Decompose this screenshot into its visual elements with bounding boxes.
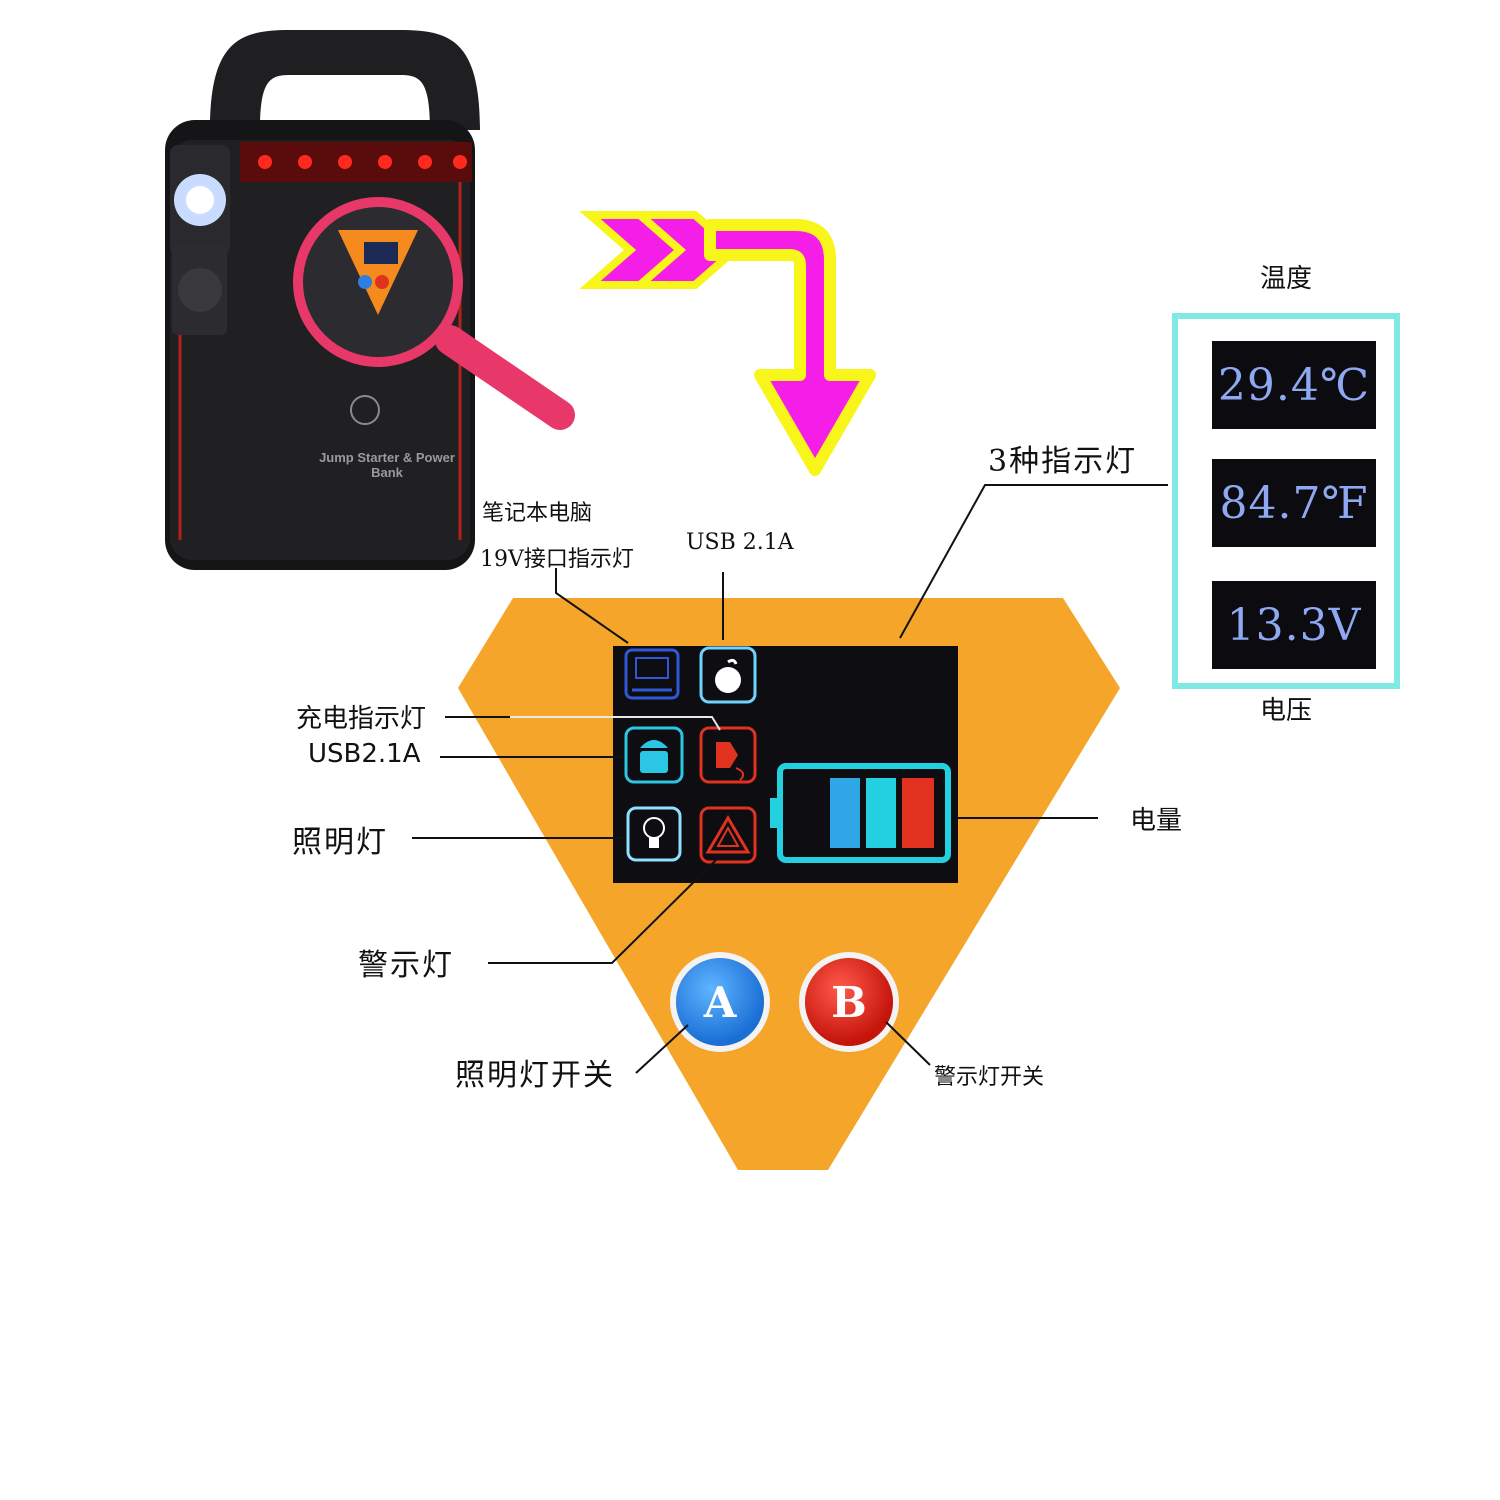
led-strip bbox=[258, 155, 467, 169]
battery-level-cell bbox=[902, 778, 934, 848]
laptop-port-label: 笔记本电脑 bbox=[482, 501, 593, 526]
warning-switch-button[interactable]: B bbox=[805, 958, 893, 1046]
handle bbox=[210, 30, 480, 130]
charging-indicator-label: 充电指示灯 bbox=[296, 704, 427, 734]
brand-logo bbox=[350, 395, 380, 425]
jump-starter-product bbox=[165, 30, 575, 570]
android-icon bbox=[624, 726, 684, 784]
battery-level-cell bbox=[830, 778, 860, 848]
laptop-port-indicator-label: 19V接口指示灯 bbox=[480, 547, 634, 572]
speaker-icon bbox=[178, 268, 222, 312]
fahrenheit-readout: 84.7℉ bbox=[1212, 459, 1376, 547]
apple-icon bbox=[699, 646, 757, 704]
charging-plug-icon bbox=[699, 726, 757, 784]
battery-level-label: 电量 bbox=[1130, 806, 1183, 836]
product-brand-text: Jump Starter & Power Bank bbox=[319, 450, 455, 480]
lighting-switch-button[interactable]: A bbox=[676, 958, 764, 1046]
three-indicators-label: 3种指示灯 bbox=[988, 444, 1138, 479]
lighting-label: 照明灯 bbox=[292, 825, 388, 860]
battery-level-cell bbox=[866, 778, 896, 848]
celsius-readout: 29.4℃ bbox=[1212, 341, 1376, 429]
readout-panel: 29.4℃ 84.7℉ 13.3V bbox=[1172, 313, 1400, 689]
lighting-switch-label: 照明灯开关 bbox=[455, 1058, 615, 1093]
lightbulb-icon bbox=[626, 806, 682, 862]
voltage-label: 电压 bbox=[1260, 696, 1313, 726]
warning-light-label: 警示灯 bbox=[358, 948, 454, 983]
usb-top-label: USB 2.1A bbox=[686, 530, 794, 555]
laptop-icon bbox=[624, 648, 680, 700]
control-panel bbox=[458, 598, 1120, 1170]
warning-switch-label: 警示灯开关 bbox=[934, 1065, 1045, 1090]
warning-triangle-icon bbox=[699, 806, 757, 864]
pointer-arrow bbox=[580, 211, 876, 476]
temperature-label: 温度 bbox=[1260, 264, 1313, 294]
voltage-readout: 13.3V bbox=[1212, 581, 1376, 669]
battery-icon bbox=[770, 763, 951, 863]
usb-left-label: USB2.1A bbox=[308, 739, 421, 769]
